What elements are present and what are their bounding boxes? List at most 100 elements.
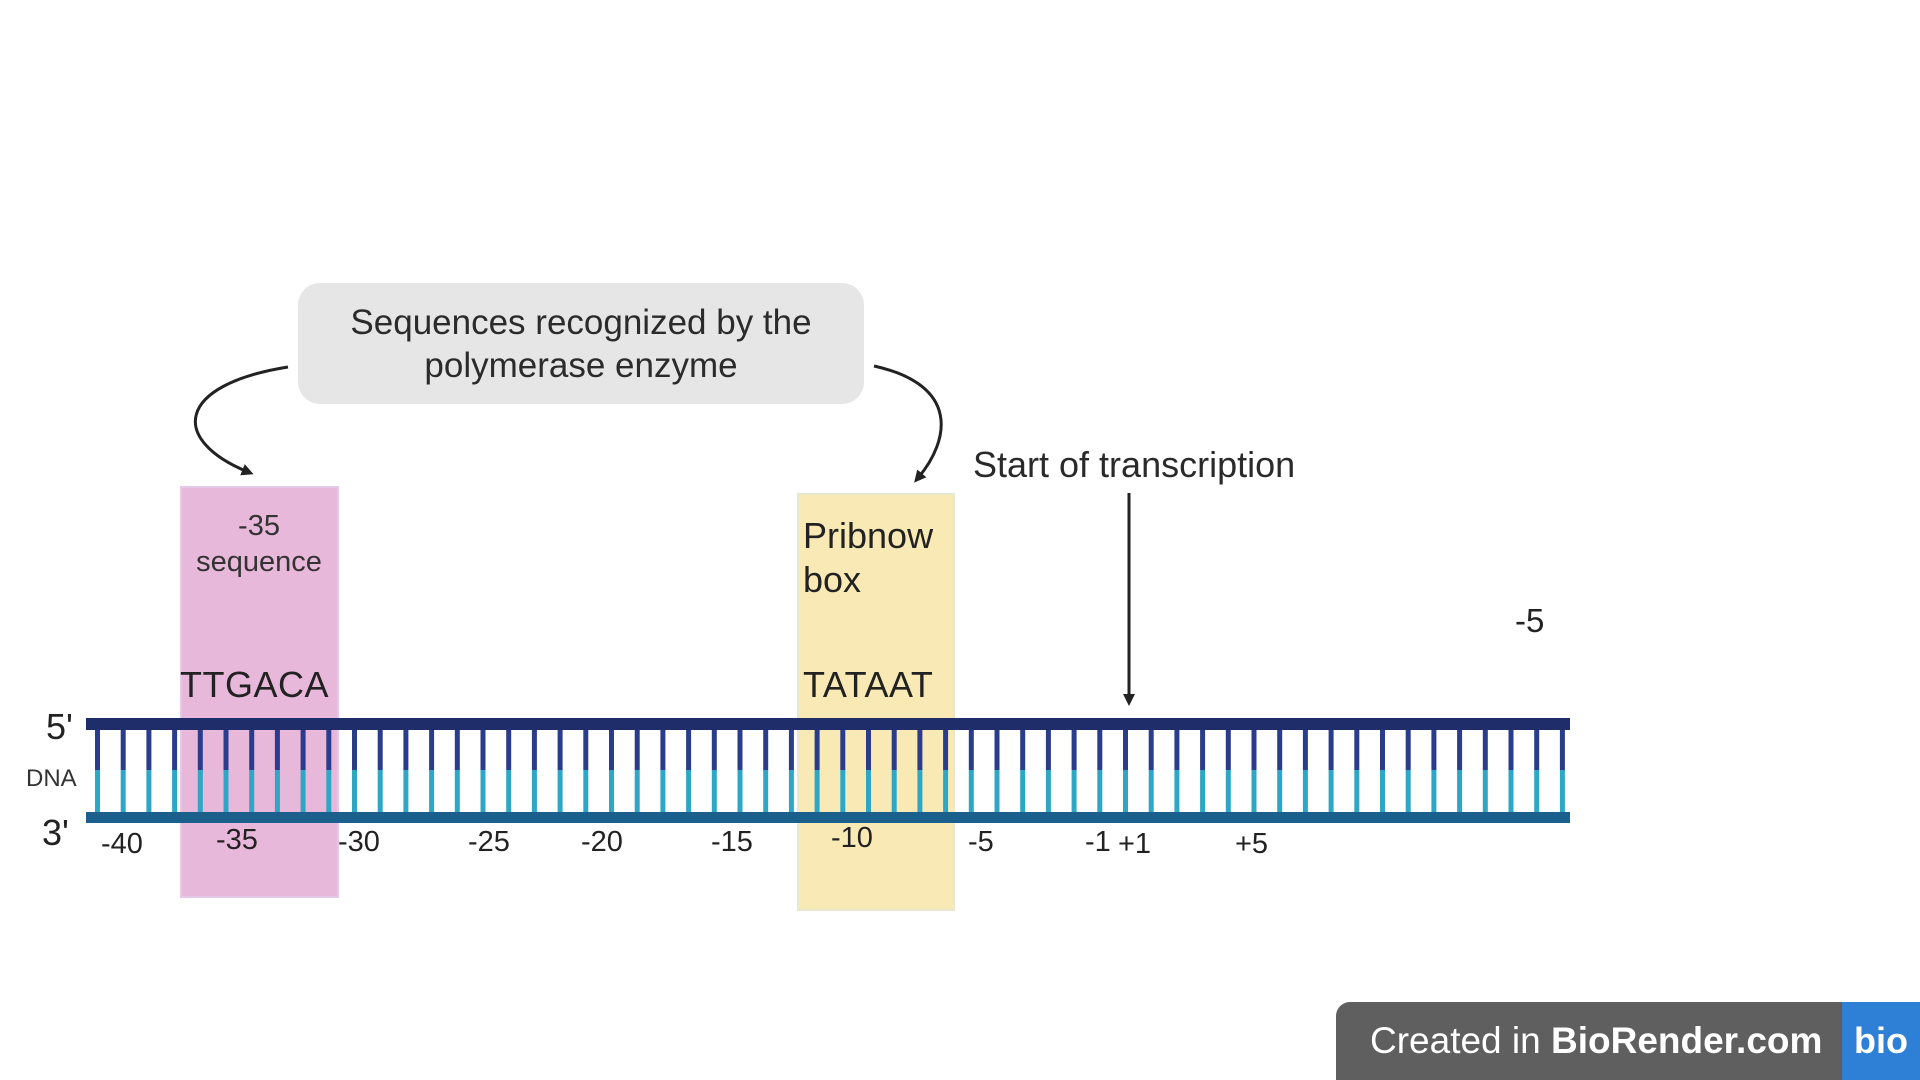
rung-lower (1174, 770, 1180, 813)
rung-lower (197, 770, 203, 813)
rung-lower (994, 770, 1000, 813)
rung-upper (1045, 728, 1051, 770)
rung-upper (814, 728, 820, 770)
top-strand (86, 718, 1570, 730)
rung-lower (1457, 770, 1463, 813)
rung-lower (686, 770, 692, 813)
rung-lower (891, 770, 897, 813)
rung-upper (1482, 728, 1488, 770)
rung-upper (686, 728, 692, 770)
rung-upper (454, 728, 460, 770)
rung-lower (660, 770, 666, 813)
rung-lower (1071, 770, 1077, 813)
rung-lower (557, 770, 563, 813)
rung-upper (172, 728, 178, 770)
rung-upper (660, 728, 666, 770)
rung-lower (943, 770, 949, 813)
rung-upper (197, 728, 203, 770)
rung-lower (377, 770, 383, 813)
callout-line-1: Sequences recognized by the (350, 302, 812, 342)
rung-upper (146, 728, 152, 770)
rung-lower (403, 770, 409, 813)
rung-lower (120, 770, 126, 813)
rung-lower (300, 770, 306, 813)
rung-lower (274, 770, 280, 813)
pribnow-label-line-2: box (803, 559, 862, 600)
rung-lower (454, 770, 460, 813)
rung-lower (1354, 770, 1360, 813)
rung-lower (583, 770, 589, 813)
rung-lower (1302, 770, 1308, 813)
base-pair-rungs (95, 728, 1565, 813)
rung-upper (403, 728, 409, 770)
biorender-badge[interactable]: Created in BioRender.com bio (1336, 1002, 1920, 1080)
rung-upper (1354, 728, 1360, 770)
rung-upper (1431, 728, 1437, 770)
rung-upper (891, 728, 897, 770)
rung-upper (506, 728, 512, 770)
left-curved-arrow (193, 365, 289, 476)
bottom-strand (86, 812, 1570, 823)
rung-upper (583, 728, 589, 770)
tick-minus35: -35 (216, 824, 258, 856)
rung-upper (1559, 728, 1565, 770)
rung-lower (1251, 770, 1257, 813)
rung-upper (1328, 728, 1334, 770)
rung-upper (429, 728, 435, 770)
rung-upper (1225, 728, 1231, 770)
tick-minus10: -10 (831, 822, 873, 854)
rung-lower (249, 770, 255, 813)
rung-upper (968, 728, 974, 770)
rung-lower (429, 770, 435, 813)
minus35-label-number: -35 (238, 510, 280, 542)
rung-upper (1405, 728, 1411, 770)
rung-lower (1148, 770, 1154, 813)
rung-upper (1380, 728, 1385, 770)
rung-upper (557, 728, 563, 770)
rung-upper (1071, 728, 1077, 770)
rung-upper (609, 728, 614, 770)
tick-minus40: -40 (101, 828, 143, 860)
rung-lower (634, 770, 640, 813)
rung-upper (1302, 728, 1308, 770)
rung-upper (1251, 728, 1257, 770)
tick-minus20: -20 (581, 826, 623, 858)
rung-lower (1534, 770, 1540, 813)
stray-minus5-label: -5 (1515, 602, 1545, 639)
rung-lower (711, 770, 717, 813)
rung-lower (1123, 770, 1128, 813)
tick-minus5: -5 (968, 826, 994, 858)
rung-upper (1534, 728, 1540, 770)
rung-upper (763, 728, 769, 770)
right-curved-arrow (873, 364, 943, 483)
tick-minus1: -1 (1085, 826, 1111, 858)
rung-lower (1225, 770, 1231, 813)
callout-box: Sequences recognized by the polymerase e… (298, 283, 864, 404)
rung-lower (172, 770, 178, 813)
rung-lower (223, 770, 229, 813)
rung-upper (788, 728, 794, 770)
rung-lower (1328, 770, 1334, 813)
tick-minus15: -15 (711, 826, 753, 858)
badge-prefix: Created in (1370, 1020, 1551, 1061)
pribnow-sequence: TATAAT (803, 664, 934, 705)
minus35-sequence: TTGACA (180, 664, 330, 705)
rung-upper (943, 728, 949, 770)
rung-lower (968, 770, 974, 813)
rung-upper (737, 728, 743, 770)
tick-plus5: +5 (1235, 828, 1269, 860)
rung-upper (300, 728, 306, 770)
rung-upper (1097, 728, 1103, 770)
rung-lower (1380, 770, 1385, 813)
rung-upper (326, 728, 332, 770)
rung-lower (480, 770, 486, 813)
rung-upper (480, 728, 486, 770)
rung-lower (840, 770, 846, 813)
rung-lower (506, 770, 512, 813)
transcription-start-label: Start of transcription (973, 444, 1296, 485)
pribnow-label: Pribnow box (803, 514, 933, 602)
rung-upper (1174, 728, 1180, 770)
rung-lower (352, 770, 357, 813)
